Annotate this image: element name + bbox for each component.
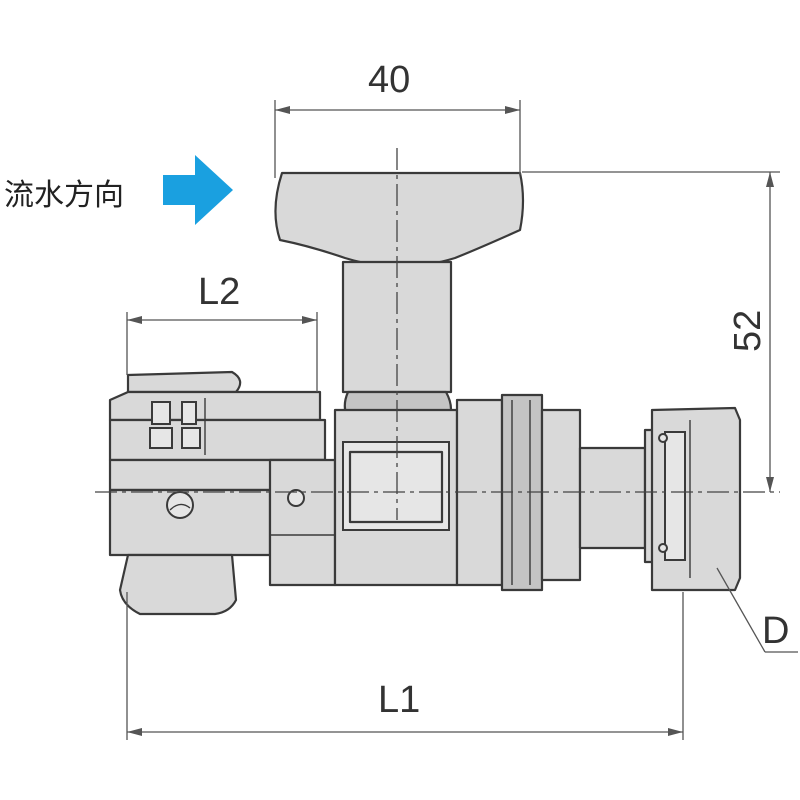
dimension-d-label: D bbox=[762, 610, 789, 652]
outlet-nut bbox=[643, 406, 742, 592]
dimension-l2-label: L2 bbox=[198, 271, 240, 313]
dimension-l1-label: L1 bbox=[378, 679, 420, 721]
dimension-height bbox=[522, 171, 780, 492]
dimension-l2 bbox=[126, 312, 318, 392]
left-union-nut bbox=[108, 370, 327, 616]
valve-body bbox=[333, 408, 459, 587]
valve-handle bbox=[274, 171, 525, 268]
flow-direction-label: 流水方向 bbox=[4, 178, 124, 213]
dimension-top-width-label: 40 bbox=[368, 59, 410, 101]
dimension-d-leader bbox=[716, 567, 798, 653]
flow-direction-arrow-icon bbox=[163, 155, 233, 225]
dimension-top-width bbox=[274, 100, 521, 178]
dimension-l1 bbox=[126, 592, 684, 740]
left-coupling bbox=[268, 458, 337, 587]
dimension-height-label: 52 bbox=[727, 310, 769, 352]
outlet-pipe bbox=[578, 446, 647, 550]
